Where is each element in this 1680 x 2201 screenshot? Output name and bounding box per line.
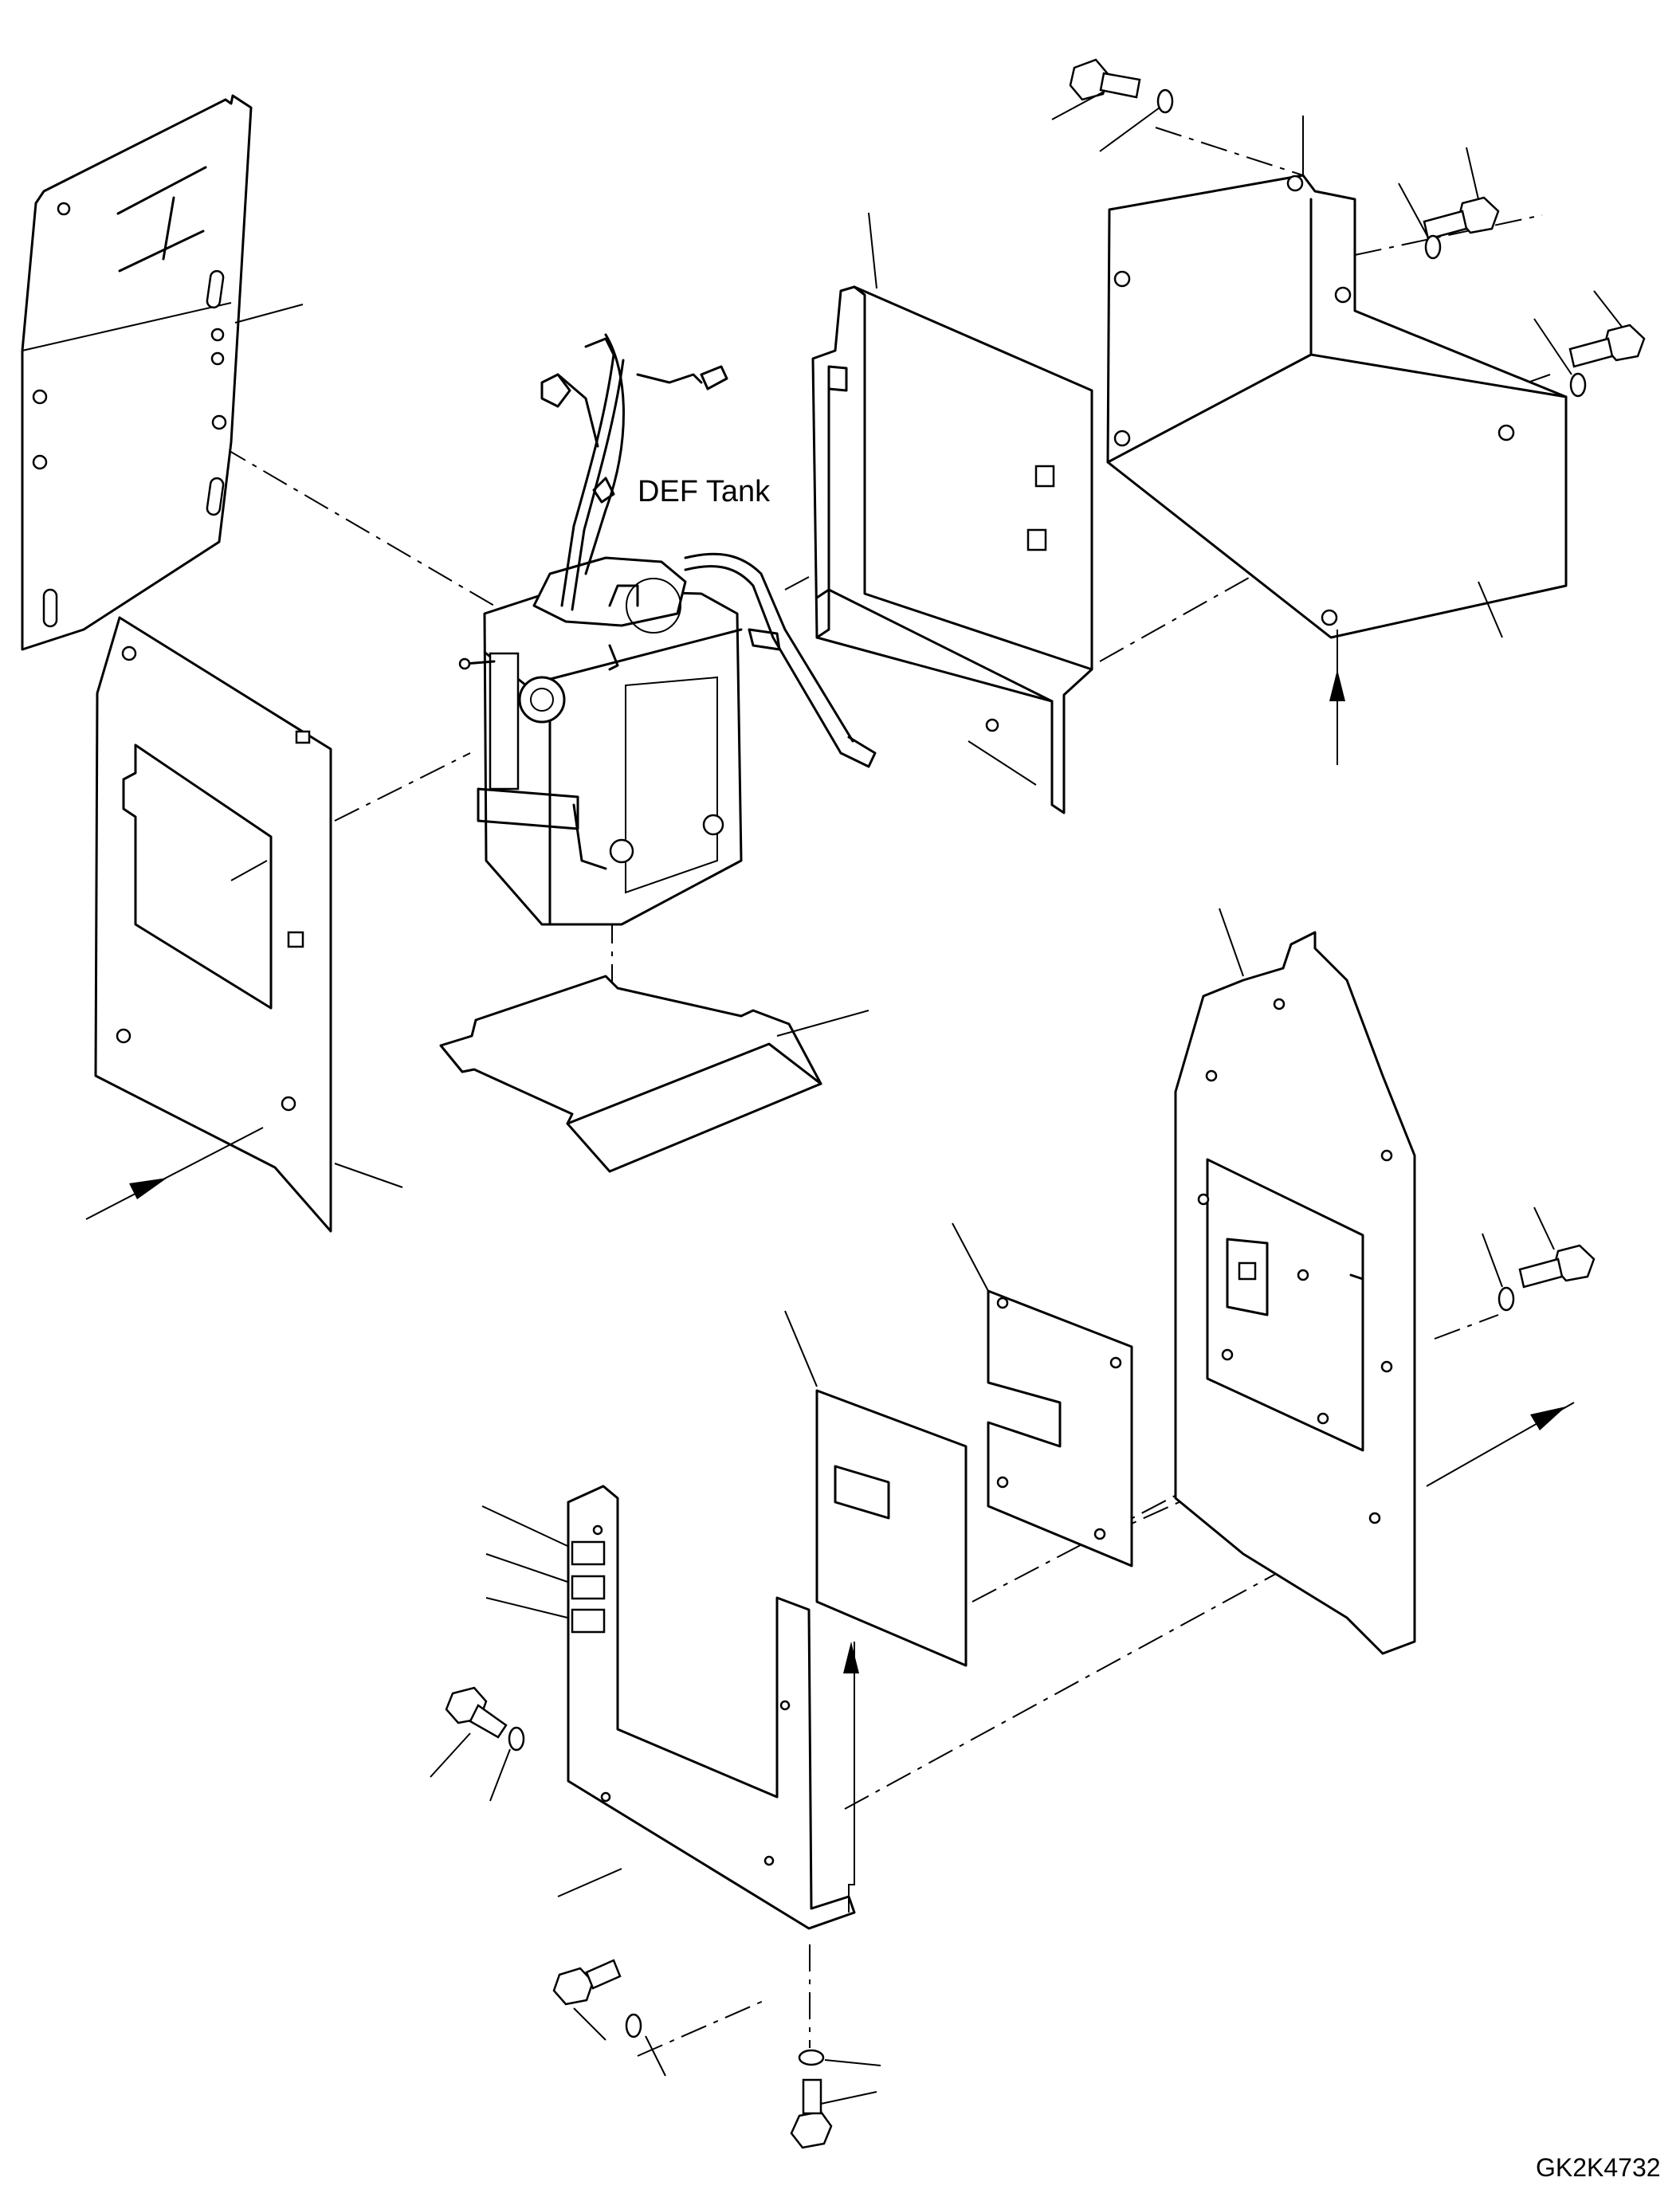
washer-icon	[1099, 88, 1174, 152]
hex-bolt-icon	[1051, 58, 1141, 120]
hex-bolt-icon	[430, 1686, 508, 1778]
washer-icon	[625, 2013, 666, 2077]
hex-bolt-icon	[1518, 1206, 1596, 1289]
hex-bolt-icon	[1568, 290, 1646, 368]
lower-l-panel	[481, 1485, 856, 1930]
assembly-direction-arrow-icon	[85, 1127, 264, 1220]
washer-icon	[1398, 182, 1442, 260]
small-gasket-plate	[784, 1310, 968, 1667]
def-tank-label: DEF Tank	[638, 475, 771, 508]
top-right-box-cover	[1106, 116, 1568, 639]
hex-bolt-icon	[1423, 147, 1500, 241]
assembly-direction-arrow-icon	[1329, 630, 1345, 765]
washer-icon	[1533, 318, 1587, 398]
assembly-direction-arrow-icon	[843, 1642, 859, 1913]
washer-icon	[489, 1726, 525, 1802]
def-tank	[458, 333, 877, 926]
assembly-direction-arrow-icon	[1426, 1402, 1575, 1487]
washer-icon	[798, 2049, 881, 2066]
center-folded-bracket	[811, 212, 1093, 814]
hex-bolt-icon	[552, 1959, 622, 2041]
washer-icon	[1482, 1233, 1515, 1312]
tank-base-plate	[439, 975, 869, 1173]
right-tall-panel	[1174, 908, 1416, 1655]
left-frame-panel	[94, 616, 403, 1233]
drawing-code-label: GK2K4732	[1536, 2153, 1661, 2182]
u-cut-panel	[952, 1222, 1133, 1567]
hex-bolt-icon	[790, 2078, 877, 2149]
upper-left-cover-panel	[21, 94, 304, 651]
